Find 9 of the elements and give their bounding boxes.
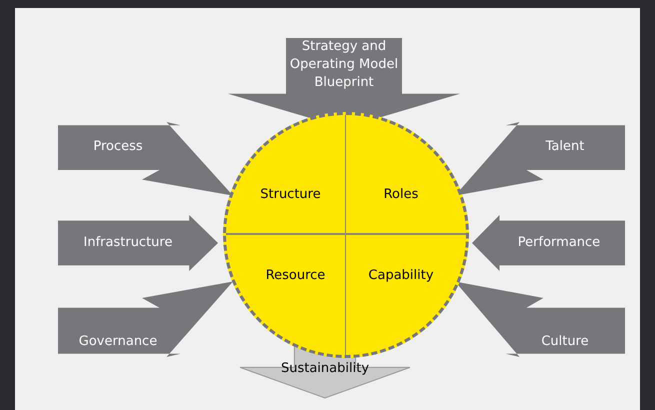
arrow-label: Performance — [516, 234, 602, 252]
arrow-label: Strategy and Operating Model Blueprint — [288, 38, 400, 92]
quadrant: Capability — [346, 235, 466, 355]
arrow-label: Process — [92, 138, 144, 156]
arrow-label: Talent — [544, 138, 586, 156]
arrow-label: Culture — [540, 333, 590, 351]
arrow-label: Sustainability — [280, 360, 370, 378]
arrow-label: Infrastructure — [82, 234, 174, 252]
arrow-label: Governance — [78, 333, 158, 351]
